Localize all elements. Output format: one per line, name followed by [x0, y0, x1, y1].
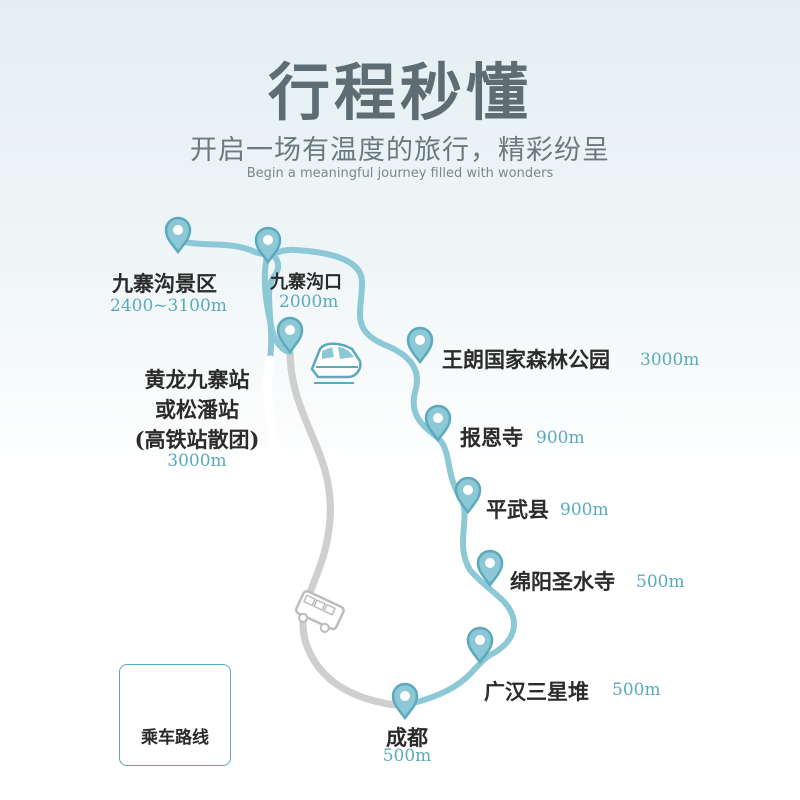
stop-name-wanglang: 王朗国家森林公园: [442, 347, 610, 372]
page-subtitle: 开启一场有温度的旅行，精彩纷呈: [190, 135, 610, 166]
stop-altitude-huanglong: 3000m: [167, 451, 227, 471]
stop-altitude-jiuzhaigou-scenic: 2400~3100m: [110, 296, 227, 316]
stop-pin-wanglang: [406, 326, 434, 364]
stop-altitude-guanghan: 500m: [612, 680, 661, 700]
stop-name-guanghan: 广汉三星堆: [484, 679, 589, 704]
stop-pin-jiuzhaigou-scenic: [164, 216, 192, 254]
page-title: 行程秒懂: [267, 56, 532, 129]
stop-name-mianyang: 绵阳圣水寺: [510, 569, 615, 594]
stop-name-pingwu: 平武县: [486, 497, 549, 522]
stop-name-jiuzhaigou-entrance: 九寨沟口: [270, 272, 342, 293]
stop-pin-chengdu: [391, 682, 419, 720]
stop-pin-pingwu: [454, 476, 482, 514]
main-route-line: [175, 237, 517, 714]
stop-altitude-wanglang: 3000m: [640, 350, 700, 370]
stop-name-huanglong-line3: (高铁站散团): [134, 427, 260, 452]
stop-altitude-pingwu: 900m: [560, 500, 609, 520]
stop-altitude-jiuzhaigou-entrance: 2000m: [279, 292, 339, 312]
train-icon: [310, 342, 362, 384]
bus-icon: [294, 590, 345, 633]
legend-label: 乘车路线: [141, 728, 209, 748]
stop-name-huanglong-line2: 或松潘站: [155, 397, 239, 422]
stop-name-baoen: 报恩寺: [460, 425, 523, 450]
page-subtitle-en: Begin a meaningful journey filled with w…: [246, 166, 554, 181]
stop-name-chengdu: 成都: [386, 725, 428, 750]
stop-altitude-baoen: 900m: [536, 428, 585, 448]
stop-name-huanglong-line1: 黄龙九寨站: [144, 367, 250, 392]
stop-name-jiuzhaigou-scenic: 九寨沟景区: [112, 271, 217, 296]
stop-altitude-mianyang: 500m: [636, 572, 685, 592]
stop-altitude-chengdu: 500m: [382, 746, 432, 766]
legend-box: 乘车路线: [119, 664, 231, 766]
